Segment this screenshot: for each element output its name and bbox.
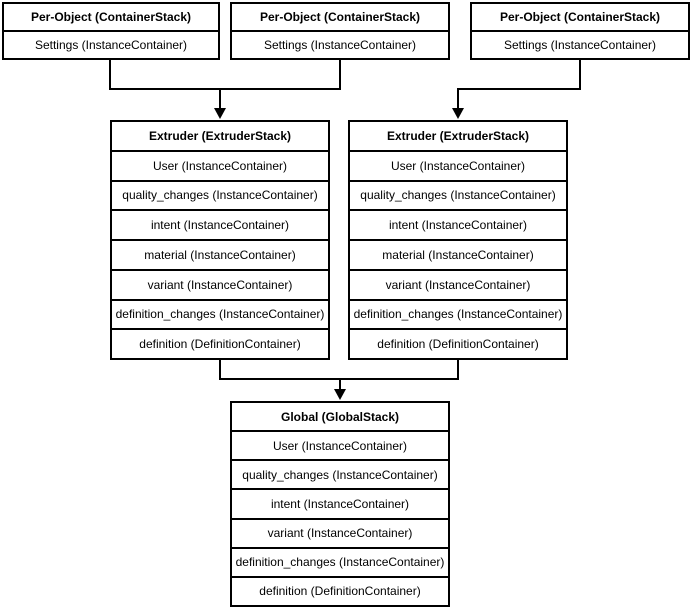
- node-row: material (InstanceContainer): [350, 239, 566, 269]
- node-per-object-3: Per-Object (ContainerStack) Settings (Ins…: [470, 2, 690, 60]
- connector-line: [579, 60, 581, 90]
- connector-line: [109, 88, 341, 90]
- node-per-object-1: Per-Object (ContainerStack) Settings (Ins…: [2, 2, 220, 60]
- node-row: variant (InstanceContainer): [232, 517, 448, 547]
- node-title: Per-Object (ContainerStack): [30, 10, 192, 24]
- node-row: material (InstanceContainer): [112, 239, 328, 269]
- node-row: definition_changes (InstanceContainer): [112, 298, 328, 329]
- node-row: User (InstanceContainer): [350, 149, 566, 180]
- node-row: definition (DefinitionContainer): [112, 328, 328, 358]
- arrowhead-down-icon: [214, 108, 226, 119]
- node-row: definition (DefinitionContainer): [232, 575, 448, 605]
- connector-line: [457, 88, 581, 90]
- node-row: variant (InstanceContainer): [112, 268, 328, 299]
- node-row: Settings (InstanceContainer): [232, 30, 448, 58]
- node-row: variant (InstanceContainer): [350, 268, 566, 299]
- node-title: Per-Object (ContainerStack): [259, 10, 421, 24]
- node-row: intent (InstanceContainer): [350, 209, 566, 239]
- node-row: Settings (InstanceContainer): [472, 30, 688, 58]
- node-title: Global (GlobalStack): [280, 409, 400, 424]
- node-row: definition (DefinitionContainer): [350, 328, 566, 358]
- node-row: intent (InstanceContainer): [112, 209, 328, 239]
- connector-line: [457, 360, 459, 380]
- node-row: quality_changes (InstanceContainer): [112, 179, 328, 210]
- node-extruder-2: Extruder (ExtruderStack) User (InstanceCo…: [348, 120, 568, 360]
- connector-line: [109, 60, 111, 90]
- node-title: Per-Object (ContainerStack): [499, 10, 661, 24]
- node-row: definition_changes (InstanceContainer): [232, 546, 448, 576]
- node-global: Global (GlobalStack) User (InstanceContai…: [230, 401, 450, 607]
- node-title: Extruder (ExtruderStack): [148, 128, 292, 143]
- connector-line: [219, 88, 221, 109]
- node-title: Extruder (ExtruderStack): [386, 128, 530, 143]
- node-row: User (InstanceContainer): [112, 149, 328, 180]
- node-row: intent (InstanceContainer): [232, 488, 448, 517]
- node-row: quality_changes (InstanceContainer): [232, 459, 448, 488]
- connector-line: [457, 88, 459, 109]
- node-row: User (InstanceContainer): [232, 430, 448, 459]
- connector-line: [339, 60, 341, 90]
- node-row: definition_changes (InstanceContainer): [350, 298, 566, 329]
- node-extruder-1: Extruder (ExtruderStack) User (InstanceCo…: [110, 120, 330, 360]
- arrowhead-down-icon: [334, 389, 346, 400]
- connector-line: [219, 360, 221, 380]
- connector-line: [339, 378, 341, 390]
- node-per-object-2: Per-Object (ContainerStack) Settings (Ins…: [230, 2, 450, 60]
- arrowhead-down-icon: [452, 108, 464, 119]
- node-row: quality_changes (InstanceContainer): [350, 179, 566, 210]
- node-row: Settings (InstanceContainer): [4, 30, 218, 58]
